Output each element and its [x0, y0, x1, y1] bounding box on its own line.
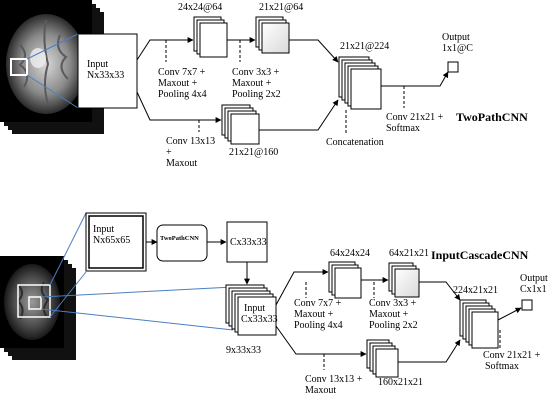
patch-box-large [17, 284, 51, 318]
output-box [521, 299, 533, 311]
projection-line [49, 212, 87, 286]
output-dims: Cx1x1 [520, 284, 547, 295]
cascade-title: InputCascadeCNN [431, 248, 529, 262]
conv13-label: Maxout [166, 158, 197, 169]
conv7-label: Maxout + [158, 78, 198, 89]
brain-slice-stack-bottom [0, 256, 76, 360]
arrow [275, 325, 367, 357]
feature-stack-64x24 [328, 261, 362, 299]
concatenation-label: Concatenation [326, 137, 384, 148]
arrow [419, 281, 461, 301]
feature-stack-160x21 [366, 339, 399, 378]
input-box [77, 33, 138, 109]
dim-24x24: 24x24@64 [178, 2, 222, 13]
arrow [136, 37, 194, 61]
cx33-label: Cx33x33 [230, 237, 267, 248]
arrow [275, 269, 329, 306]
conv21-label: Softmax [485, 361, 519, 372]
conv7-label: Conv 7x7 + [158, 67, 206, 78]
arrow [381, 71, 449, 87]
twopath-box [156, 224, 208, 262]
arrow [259, 99, 339, 131]
output-label: Output [520, 273, 548, 284]
input-cascade-label: Input [244, 303, 265, 314]
twopath-section: Input Nx33x33 24x24@64 21x21@64 21x21@22… [0, 0, 528, 169]
conv13-label: Conv 13x13 [166, 136, 215, 147]
conv7-label: Maxout + [294, 309, 334, 320]
patch-box [10, 58, 28, 76]
conv21-label: Softmax [386, 123, 420, 134]
patch-box-small [28, 296, 42, 310]
output-label: Output [442, 32, 470, 43]
conv21-label: Conv 21x21 + [386, 112, 444, 123]
conv3-label: Conv 3x3 + [369, 298, 417, 309]
arrow [497, 307, 522, 321]
feature-stack-64x21 [388, 262, 420, 298]
output-box [447, 61, 459, 73]
projection-line [49, 271, 87, 318]
dim-21x21-160: 21x21@160 [229, 147, 278, 158]
projection-line [40, 286, 234, 298]
dim-64x24x24: 64x24x24 [330, 248, 370, 259]
output-dims: 1x1@C [442, 43, 473, 54]
dim-9x33x33: 9x33x33 [226, 345, 261, 356]
arrow [136, 91, 222, 123]
projection-line [26, 74, 79, 109]
conv3-label: Maxout + [369, 309, 409, 320]
feature-stack-21x21 [255, 16, 290, 54]
twopath-box-label: TwoPathCNN [160, 235, 199, 242]
conv3-label: Maxout + [232, 78, 272, 89]
dim-224x21x21: 224x21x21 [453, 285, 498, 296]
projection-line [26, 33, 79, 60]
conv21-label: Conv 21x21 + [483, 350, 541, 361]
conv13-label: + [166, 147, 172, 158]
dim-21x21-224: 21x21@224 [340, 41, 389, 52]
arrow [289, 39, 339, 63]
input-label: Input [93, 224, 114, 235]
conv3-label: Pooling 2x2 [369, 320, 418, 331]
conv13-label: Maxout [305, 385, 336, 396]
conv13-label: Conv 13x13 + [305, 374, 363, 385]
input-label: Input [87, 59, 108, 70]
concat-stack-cascade [459, 299, 499, 349]
twopath-title: TwoPathCNN [456, 110, 528, 124]
concat-stack [338, 56, 382, 110]
conv3-label: Conv 3x3 + [232, 67, 280, 78]
input-dims: Nx65x65 [93, 235, 130, 246]
dim-21x21-64: 21x21@64 [259, 2, 303, 13]
input-cascade-stack [225, 284, 277, 336]
dim-160x21x21: 160x21x21 [378, 377, 423, 388]
conv7-label: Pooling 4x4 [294, 320, 343, 331]
cascade-section: Input Nx65x65 TwoPathCNN Cx33x33 Input C… [0, 212, 548, 396]
feature-stack-21x21-160 [221, 104, 260, 145]
conv7-label: Pooling 4x4 [158, 89, 207, 100]
arrow [398, 339, 461, 363]
input-cascade-dims: Cx33x33 [241, 314, 278, 325]
dim-64x21x21: 64x21x21 [389, 248, 429, 259]
input-dims: Nx33x33 [87, 70, 124, 81]
projection-line [40, 308, 234, 331]
conv7-label: Conv 7x7 + [294, 298, 342, 309]
conv3-label: Pooling 2x2 [232, 89, 281, 100]
feature-stack-24x24 [193, 16, 228, 58]
